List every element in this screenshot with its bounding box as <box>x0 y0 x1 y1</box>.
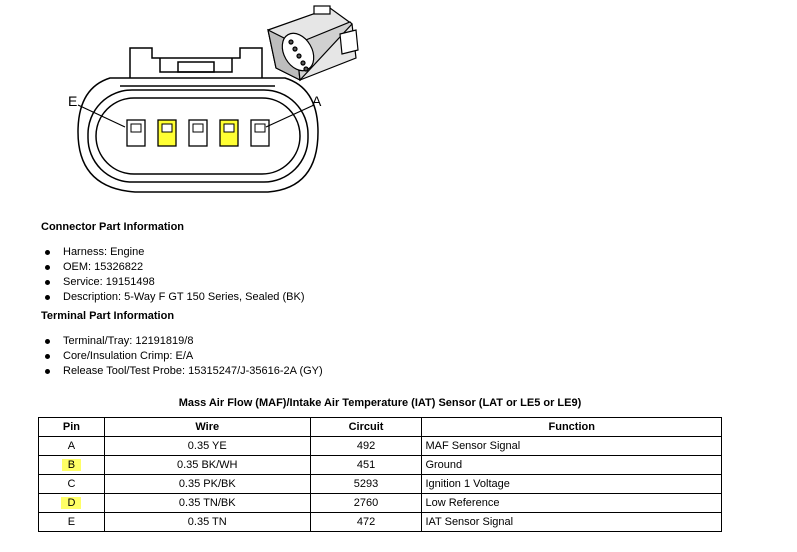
pin-cavity-b <box>219 119 239 147</box>
connector-thumbnail <box>267 5 359 82</box>
connector-face <box>77 47 319 193</box>
table-row: C 0.35 PK/BK 5293 Ignition 1 Voltage <box>38 474 722 494</box>
table-header-row: Pin Wire Circuit Function <box>38 417 722 437</box>
table-row: B 0.35 BK/WH 451 Ground <box>38 455 722 475</box>
circuit-cell: 472 <box>309 512 423 532</box>
wire-cell: 0.35 BK/WH <box>103 455 311 475</box>
column-header: Wire <box>103 417 311 437</box>
pin-cavity-a <box>250 119 270 147</box>
function-cell: MAF Sensor Signal <box>421 436 722 456</box>
pin-cavities <box>126 119 270 147</box>
circuit-cell: 492 <box>309 436 423 456</box>
pin-cavity-e <box>126 119 146 147</box>
pin-label: E <box>67 516 76 528</box>
table-row: E 0.35 TN 472 IAT Sensor Signal <box>38 512 722 532</box>
table-title: Mass Air Flow (MAF)/Intake Air Temperatu… <box>178 397 582 409</box>
pin-cell: A <box>38 436 105 456</box>
list-item: Core/Insulation Crimp: E/A <box>41 349 323 364</box>
pin-cell: E <box>38 512 105 532</box>
connector-latch <box>129 47 263 78</box>
function-cell: Low Reference <box>421 493 722 513</box>
pin-a-callout-label: A <box>312 93 322 109</box>
list-item: OEM: 15326822 <box>41 260 304 275</box>
pin-cavity-d <box>157 119 177 147</box>
connector-info-heading: Connector Part Information <box>41 221 185 233</box>
pin-label-highlighted: D <box>61 497 82 509</box>
wire-cell: 0.35 TN <box>103 512 311 532</box>
wire-cell: 0.35 YE <box>103 436 311 456</box>
pin-e-callout-label: E <box>68 93 77 109</box>
circuit-cell: 451 <box>309 455 423 475</box>
circuit-cell: 5293 <box>309 474 423 494</box>
pin-cell: D <box>38 493 105 513</box>
pin-table: Pin Wire Circuit Function A 0.35 YE 492 … <box>38 417 722 532</box>
pin-cell: C <box>38 474 105 494</box>
column-header: Circuit <box>309 417 423 437</box>
pin-label-highlighted: B <box>61 459 82 471</box>
list-item: Release Tool/Test Probe: 15315247/J-3561… <box>41 364 323 379</box>
pin-label: C <box>67 478 76 490</box>
wire-cell: 0.35 TN/BK <box>103 493 311 513</box>
function-cell: Ground <box>421 455 722 475</box>
terminal-info-heading: Terminal Part Information <box>41 310 175 322</box>
pin-cavity-c <box>188 119 208 147</box>
list-item: Harness: Engine <box>41 245 304 260</box>
table-row: D 0.35 TN/BK 2760 Low Reference <box>38 493 722 513</box>
column-header: Pin <box>38 417 105 437</box>
pin-callouts <box>77 104 315 128</box>
wire-cell: 0.35 PK/BK <box>103 474 311 494</box>
terminal-info-list: Terminal/Tray: 12191819/8 Core/Insulatio… <box>41 334 323 379</box>
pin-label: A <box>67 440 76 452</box>
table-row: A 0.35 YE 492 MAF Sensor Signal <box>38 436 722 456</box>
list-item: Service: 19151498 <box>41 275 304 290</box>
connector-outer-shell <box>77 77 319 193</box>
pin-cell: B <box>38 455 105 475</box>
connector-info-list: Harness: Engine OEM: 15326822 Service: 1… <box>41 245 304 305</box>
circuit-cell: 2760 <box>309 493 423 513</box>
connector-diagram: E A <box>68 5 359 193</box>
column-header: Function <box>421 417 722 437</box>
function-cell: Ignition 1 Voltage <box>421 474 722 494</box>
list-item: Description: 5-Way F GT 150 Series, Seal… <box>41 290 304 305</box>
function-cell: IAT Sensor Signal <box>421 512 722 532</box>
list-item: Terminal/Tray: 12191819/8 <box>41 334 323 349</box>
